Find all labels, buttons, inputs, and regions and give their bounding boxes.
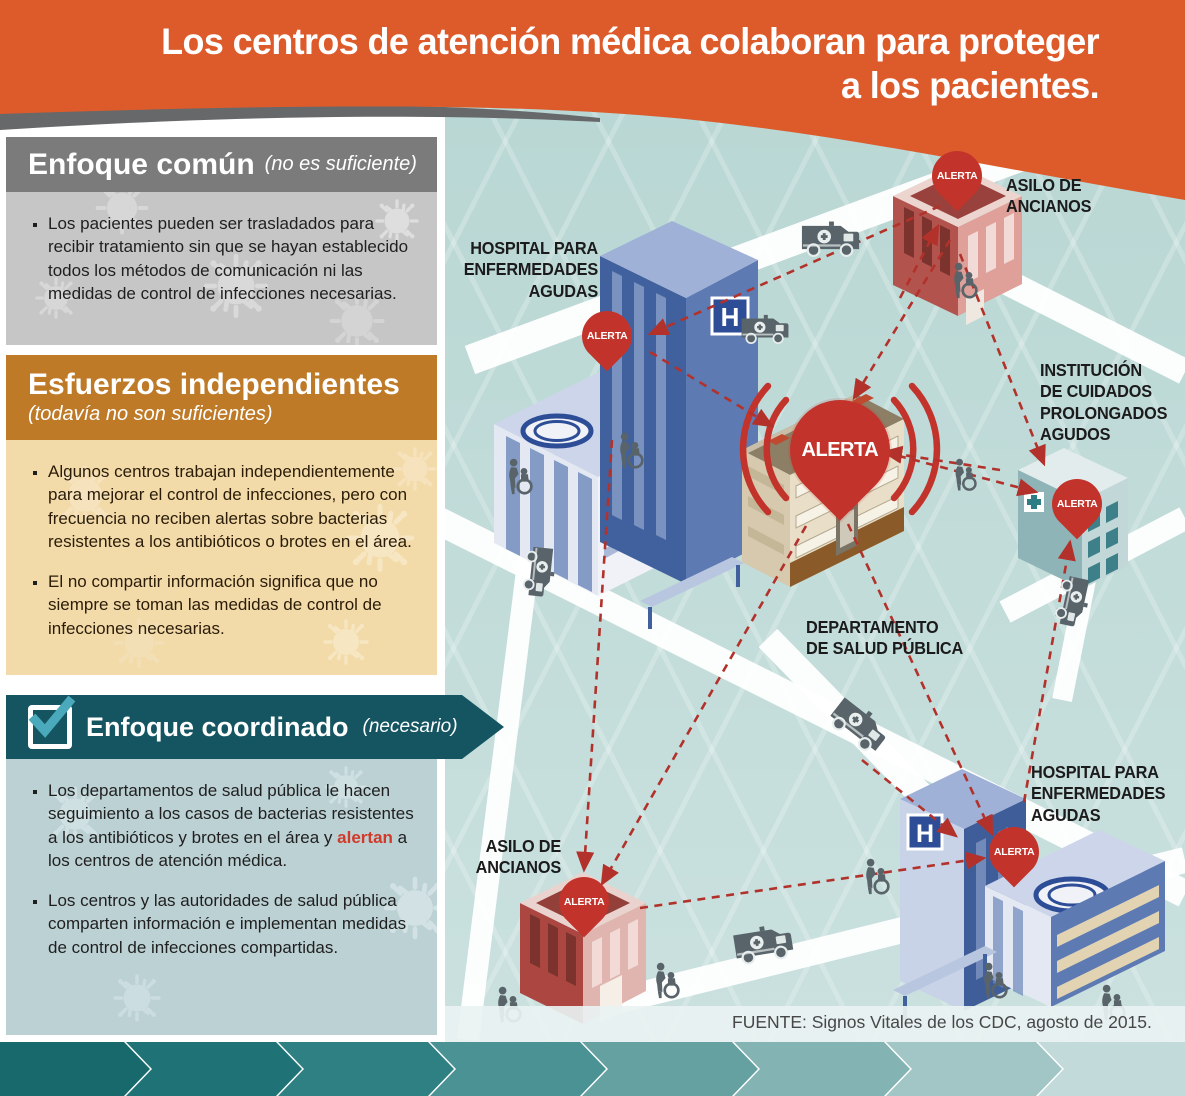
wheelchair-person-icon: [954, 458, 977, 492]
germ-icon: [113, 974, 161, 1022]
section-header: Enfoque coordinado (necesario): [6, 695, 504, 759]
hospital-h-sign: H: [710, 296, 750, 336]
section-esfuerzos-independientes: Esfuerzos independientes (todavía no son…: [6, 355, 437, 675]
section-title: Enfoque común: [28, 147, 255, 181]
chevron-arrow-icon: [0, 1042, 150, 1096]
svg-text:H: H: [721, 302, 740, 332]
ambulance-icon: [731, 920, 796, 967]
label-asilo-top: ASILO DE ANCIANOS: [1006, 175, 1092, 217]
wheelchair-person-icon: [952, 262, 978, 299]
wheelchair-person-icon: [982, 962, 1008, 999]
bullet-item: Algunos centros trabajan independienteme…: [48, 460, 419, 554]
alert-signal-arcs: [739, 382, 941, 516]
wheelchair-person-icon: [864, 858, 890, 895]
building-salud-publica: [742, 394, 904, 587]
chevron-arrow-icon: [734, 1042, 910, 1096]
section-body: Algunos centros trabajan independienteme…: [6, 440, 437, 675]
ambulances: [521, 220, 1094, 967]
medical-cross-icon: [1024, 492, 1044, 512]
section-header: Enfoque común (no es suficiente): [6, 137, 437, 192]
svg-text:H: H: [916, 820, 934, 848]
label-hospital-top: HOSPITAL PARA ENFERMEDADES AGUDAS: [463, 238, 598, 301]
wheelchair-person-icon: [654, 962, 680, 999]
wheelchair-person-icon: [828, 400, 851, 434]
label-salud-publica: DEPARTAMENTO DE SALUD PÚBLICA: [806, 617, 964, 659]
alert-arrows: [576, 204, 1076, 910]
section-enfoque-coordinado: Enfoque coordinado (necesario) Los depar…: [6, 695, 504, 1035]
helipad-icon: [520, 413, 594, 449]
section-qualifier: (no es suficiente): [264, 153, 417, 175]
chevron-arrow-icon: [886, 1042, 1062, 1096]
building-institucion: [1018, 448, 1128, 589]
ambulance-icon: [800, 220, 861, 258]
label-hospital-bottom: HOSPITAL PARA ENFERMEDADES AGUDAS: [1031, 762, 1166, 825]
title-line-1: Los centros de atención médica colaboran…: [161, 21, 1099, 62]
footer-chevrons: [0, 1042, 1185, 1096]
alert-highlight: alertan: [337, 827, 393, 847]
ambulance-icon: [824, 692, 894, 758]
chevron-arrow-icon: [430, 1042, 606, 1096]
source-citation: FUENTE: Signos Vitales de los CDC, agost…: [732, 1012, 1152, 1032]
chevron-arrow-icon: [582, 1042, 758, 1096]
checkbox-check-icon: [28, 695, 76, 749]
page-title: Los centros de atención médica colaboran…: [40, 20, 1099, 108]
ambulance-icon: [521, 545, 559, 599]
title-line-2: a los pacientes.: [841, 65, 1100, 106]
ambulance-icon: [740, 313, 790, 345]
bullet-item: Los centros y las autoridades de salud p…: [48, 889, 419, 959]
helipad-icon: [1033, 876, 1111, 914]
section-title: Esfuerzos independientes: [28, 368, 400, 402]
chevron-arrow-icon: [126, 1042, 302, 1096]
label-institucion: INSTITUCIÓN DE CUIDADOS PROLONGADOS AGUD…: [1040, 360, 1168, 445]
wheelchair-person-icon: [618, 432, 644, 469]
section-qualifier: (todavía no son suficientes): [28, 402, 273, 425]
section-header: Esfuerzos independientes (todavía no son…: [6, 355, 437, 440]
label-asilo-bottom: ASILO DE ANCIANOS: [475, 836, 562, 878]
bullet-item: Los pacientes pueden ser trasladados par…: [48, 212, 419, 306]
chevron-arrow-icon: [278, 1042, 454, 1096]
section-qualifier: (necesario): [362, 716, 458, 737]
hospital-h-sign: H: [906, 813, 944, 851]
building-asilo-bottom: [520, 872, 646, 1024]
bullet-item: El no compartir información significa qu…: [48, 570, 419, 640]
bullet-item: Los departamentos de salud pública le ha…: [48, 779, 419, 873]
building-asilo-top: [893, 165, 1022, 325]
section-body: Los pacientes pueden ser trasladados par…: [6, 192, 437, 345]
section-body: Los departamentos de salud pública le ha…: [6, 759, 437, 1035]
section-enfoque-comun: Enfoque común (no es suficiente) Los pac…: [6, 137, 437, 345]
section-title: Enfoque coordinado: [86, 711, 349, 742]
ambulance-icon: [1052, 573, 1094, 630]
bullet-text: Los departamentos de salud pública le ha…: [48, 781, 414, 847]
bullet-text: a los centros de atención médica.: [48, 827, 408, 871]
wheelchair-person-icon: [507, 458, 533, 495]
